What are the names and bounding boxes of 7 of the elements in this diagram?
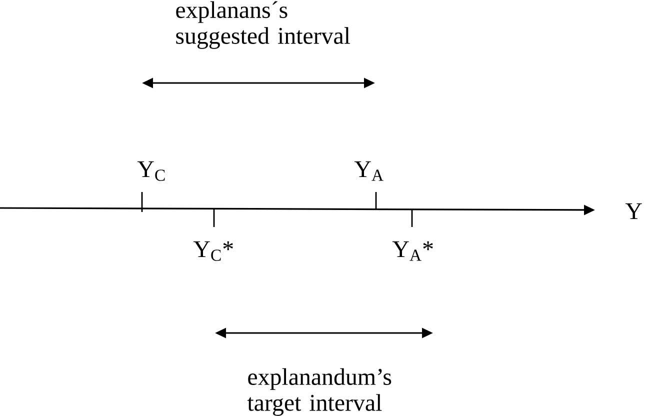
tick-label: Y$_{C}$ bbox=[137, 161, 165, 181]
tick-label: Y$_{C}$* bbox=[193, 241, 233, 261]
tick-label: Y$_{A}$* bbox=[392, 241, 433, 261]
tick-label: Y$_{A}$ bbox=[354, 161, 384, 181]
interval-label: explanans´s suggested interval bbox=[176, 1, 350, 49]
interval-label: explanandum’s target interval bbox=[247, 368, 392, 416]
axis-label: Y bbox=[625, 203, 642, 219]
